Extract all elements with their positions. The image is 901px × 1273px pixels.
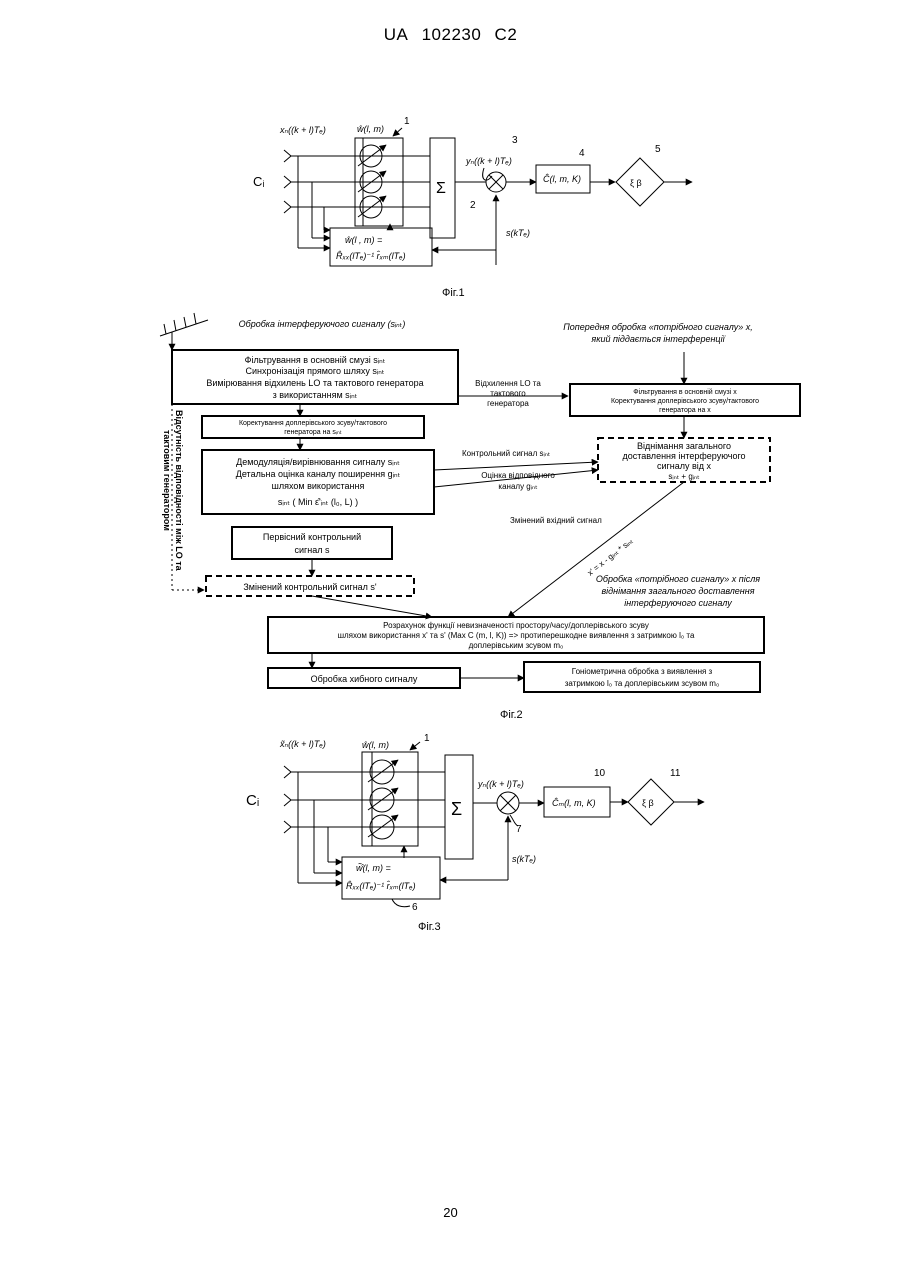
- fig1-detector-label: ξ β: [630, 178, 642, 188]
- fig3-sum-symbol: Σ: [451, 799, 462, 819]
- fig2-dashed-line-4: sᵢₙₜ + gᵢₙₜ: [668, 472, 699, 481]
- fig3-antenna-3-icon: [284, 821, 291, 833]
- fig1-num-3: 3: [512, 135, 518, 146]
- fig2-box6-line-3: доплерівським зсувом m₀: [469, 641, 564, 650]
- fig3-channel-label: Cᵢ: [246, 792, 259, 809]
- fig2-modified-input-label: Змінений вхідний сигнал: [510, 516, 602, 525]
- fig2-useful-after-3: інтерферуючого сигналу: [624, 598, 732, 608]
- fig2-box5-label: Змінений контрольний сигнал s': [243, 582, 377, 592]
- fig2-useful-title-2: який піддається інтерференції: [590, 334, 725, 344]
- antenna-input-3-icon: [284, 201, 291, 213]
- antenna-input-1-icon: [284, 150, 291, 162]
- fig2-box2-line-1: Коректування доплерівського зсуву/тактов…: [239, 419, 387, 427]
- fig3-calc-line-2: R̂ₓₓ(lTₑ)⁻¹ r̂ₓₘ(lTₑ): [346, 880, 416, 891]
- fig2-channel-estimate-1: Оцінка відповідного: [481, 471, 555, 480]
- fig1-num-1: 1: [404, 116, 410, 127]
- fig2-control-signal-label: Контрольний сигнал sᵢₙₜ: [462, 449, 550, 458]
- fig3-ref-label: s(kTₑ): [512, 854, 536, 864]
- fig1-num-2: 2: [470, 200, 476, 211]
- fig2-useful-title-1: Попередня обробка «потрібного сигналу» x…: [563, 322, 753, 332]
- fig2-box4-line-2: сигнал s: [294, 545, 330, 555]
- fig1-num-4: 4: [579, 148, 585, 159]
- fig2-box4-line-1: Первісний контрольний: [263, 532, 361, 542]
- fig2-dashed-line-1: Віднімання загального: [637, 441, 731, 451]
- fig2-formula-label: x' = x - gᵢₙₜ * sᵢₙₜ: [586, 536, 635, 577]
- fig3-output-label: yₙ((k + l)Tₑ): [477, 779, 524, 789]
- fig2-side-label-2: тактовим генератором: [162, 430, 172, 531]
- fig2-dashed-line-3: сигналу від x: [657, 461, 712, 471]
- fig3-calc-line-1: w̃̂(l, m) =: [356, 862, 391, 873]
- fig3-antenna-1-icon: [284, 766, 291, 778]
- fig2-interfering-title: Обробка інтерферуючого сигналу (sᵢₙₜ): [239, 319, 406, 329]
- fig2-box3-line-2: Детальна оцінка каналу поширення gᵢₙₜ: [236, 469, 401, 479]
- fig2-caption: Фіг.2: [500, 709, 523, 721]
- fig2-channel-estimate-2: каналу gᵢₙₜ: [498, 482, 537, 491]
- fig2-side-label-1: Відсутність відповідності між LO та: [174, 410, 184, 572]
- fig1-calc-line-2: R̂ₓₓ(lTₑ)⁻¹ r̂ₓₘ(lTₑ): [336, 250, 406, 261]
- fig1-num-5: 5: [655, 144, 661, 155]
- fig2-dashed-line-2: доставлення інтерферуючого: [622, 451, 745, 461]
- fig3-num-7: 7: [516, 824, 522, 835]
- fig1-output-label: yₙ((k + l)Tₑ): [465, 156, 512, 166]
- antenna-icon: [160, 313, 208, 336]
- fig2-box3-line-4: sᵢₙₜ ( Min ε̂'ᵢₙₜ (l₀, L) ): [278, 497, 358, 507]
- fig3-antenna-2-icon: [284, 794, 291, 806]
- fig2-box3-line-3: шляхом використання: [272, 481, 365, 491]
- fig3-weight-label: ŵ(l, m): [362, 740, 389, 750]
- fig3-caption: Фіг.3: [418, 921, 441, 933]
- fig2-right1-line-2: Коректування доплерівського зсуву/тактов…: [611, 397, 759, 405]
- fig2-useful-after-2: віднімання загального доставлення: [601, 586, 754, 596]
- figure-3-labels: x̃ₙ((k + l)Tₑ) ŵ(l, m) 1 Cᵢ Σ yₙ((k + l…: [246, 733, 681, 933]
- fig2-box6-line-1: Розрахунок функції невизначеності просто…: [383, 621, 649, 630]
- fig1-corr-label: Ĉ(l, m, K): [543, 174, 581, 184]
- fig2-box1-line-2: Синхронізація прямого шляху sᵢₙₜ: [245, 366, 384, 376]
- fig1-channel-label: Cᵢ: [253, 174, 264, 189]
- fig3-pointer-6: [392, 899, 410, 907]
- fig2-box8-line-2: затримкою l₀ та доплерівським зсувом m₀: [565, 679, 720, 688]
- fig2-box3-line-1: Демодуляція/вирівнювання сигналу sᵢₙₜ: [236, 457, 400, 467]
- fig2-right1-line-3: генератора на x: [659, 407, 711, 414]
- fig2-useful-after-1: Обробка «потрібного сигналу» x після: [596, 574, 760, 584]
- fig2-lo-label-3: генератора: [487, 399, 529, 408]
- page-number: 20: [0, 1205, 901, 1220]
- fig1-ref-label: s(kTₑ): [506, 228, 530, 238]
- fig3-num-11: 11: [670, 768, 681, 779]
- fig2-box1-line-1: Фільтрування в основній смузі sᵢₙₜ: [245, 355, 386, 365]
- figure-1: [284, 128, 692, 266]
- fig3-num-1: 1: [424, 733, 430, 744]
- fig2-box7-label: Обробка хибного сигналу: [311, 674, 418, 684]
- fig2-box2-line-2: генератора на sᵢₙₜ: [284, 429, 342, 436]
- fig3-detector-label: ξ β: [642, 798, 654, 808]
- fig1-calc-line-1: ŵ(l , m) =: [345, 235, 382, 245]
- fig2-lo-label-2: тактового: [490, 389, 526, 398]
- fig1-input-label: xₙ((k + l)Tₑ): [279, 125, 326, 135]
- fig3-num-6: 6: [412, 902, 418, 913]
- fig3-input-label: x̃ₙ((k + l)Tₑ): [279, 739, 326, 749]
- fig2-box1-line-4: з використанням sᵢₙₜ: [273, 390, 358, 400]
- fig2-box6-line-2: шляхом використання x' та s' (Max C (m, …: [338, 631, 695, 640]
- fig2-right1-line-1: Фільтрування в основній смузі x: [633, 388, 737, 396]
- fig1-sum-symbol: Σ: [436, 180, 446, 197]
- fig3-num-10: 10: [594, 768, 606, 779]
- fig2-lo-label-1: Відхилення LO та: [475, 379, 541, 388]
- fig1-weight-label: ŵ(l, m): [357, 124, 384, 134]
- antenna-input-2-icon: [284, 176, 291, 188]
- fig2-box8-line-1: Гоніометрична обробка з виявлення з: [572, 667, 713, 676]
- fig1-caption: Фіг.1: [442, 287, 465, 299]
- figure-2-labels: Обробка інтерферуючого сигналу (sᵢₙₜ) Фі…: [162, 319, 760, 721]
- fig3-corr-label: Ĉₘ(l, m, K): [552, 798, 596, 808]
- fig2-box1-line-3: Вимірювання відхилень LO та тактового ге…: [206, 378, 423, 388]
